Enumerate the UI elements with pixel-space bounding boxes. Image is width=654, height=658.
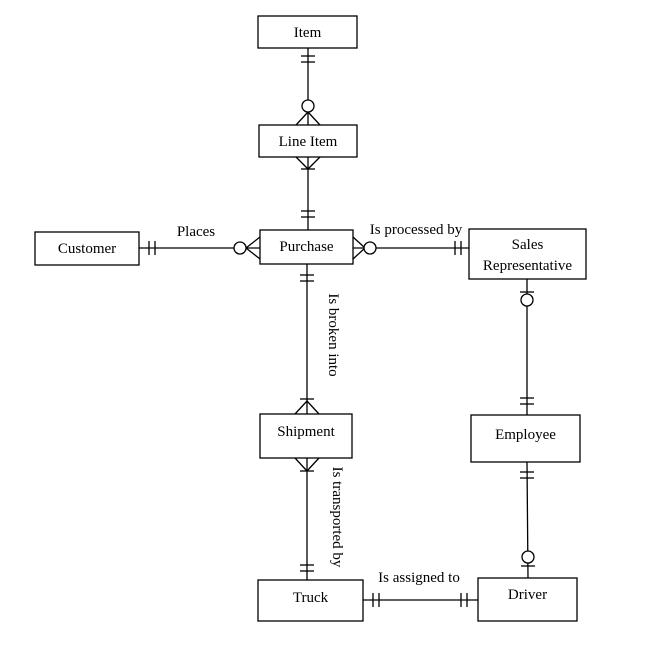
entity-employee: Employee xyxy=(470,414,581,463)
relationship-is-assigned-to-label: Is assigned to xyxy=(378,570,460,586)
entity-customer: Customer xyxy=(34,231,140,266)
entity-truck: Truck xyxy=(257,579,364,622)
entity-sales-rep-label-line2: Representative xyxy=(483,258,572,274)
connector-lineitem-purchase xyxy=(295,156,321,230)
entity-line-item-label: Line Item xyxy=(279,134,338,150)
connector-employee-driver xyxy=(520,461,535,579)
connector-truck-driver xyxy=(363,593,478,607)
entity-item: Item xyxy=(257,15,358,49)
connector-purchase-salesrep xyxy=(352,236,469,260)
entity-item-label: Item xyxy=(294,25,322,41)
entity-purchase-label: Purchase xyxy=(279,239,333,255)
entity-purchase: Purchase xyxy=(259,229,354,265)
entity-employee-label: Employee xyxy=(495,427,556,443)
relationship-is-processed-by-label: Is processed by xyxy=(370,222,463,238)
entity-truck-label: Truck xyxy=(293,590,329,606)
connector-customer-purchase xyxy=(139,236,261,260)
relationship-places-label: Places xyxy=(177,224,215,240)
connector-item-lineitem xyxy=(295,48,321,126)
relationship-is-transported-by-label: Is transported by xyxy=(329,467,345,568)
entity-driver: Driver xyxy=(477,577,578,622)
entity-driver-label: Driver xyxy=(508,587,547,603)
entity-sales-rep-label-line1: Sales xyxy=(512,237,544,253)
relationship-is-broken-into-label: Is broken into xyxy=(325,293,341,376)
connector-shipment-truck xyxy=(294,457,320,580)
connector-purchase-shipment xyxy=(294,264,320,415)
entity-shipment-label: Shipment xyxy=(277,424,335,440)
entity-line-item: Line Item xyxy=(258,124,358,158)
entity-customer-label: Customer xyxy=(58,241,116,257)
entity-shipment: Shipment xyxy=(259,413,353,459)
connector-salesrep-employee xyxy=(520,279,534,415)
entity-sales-representative: Sales Representative xyxy=(468,228,587,280)
